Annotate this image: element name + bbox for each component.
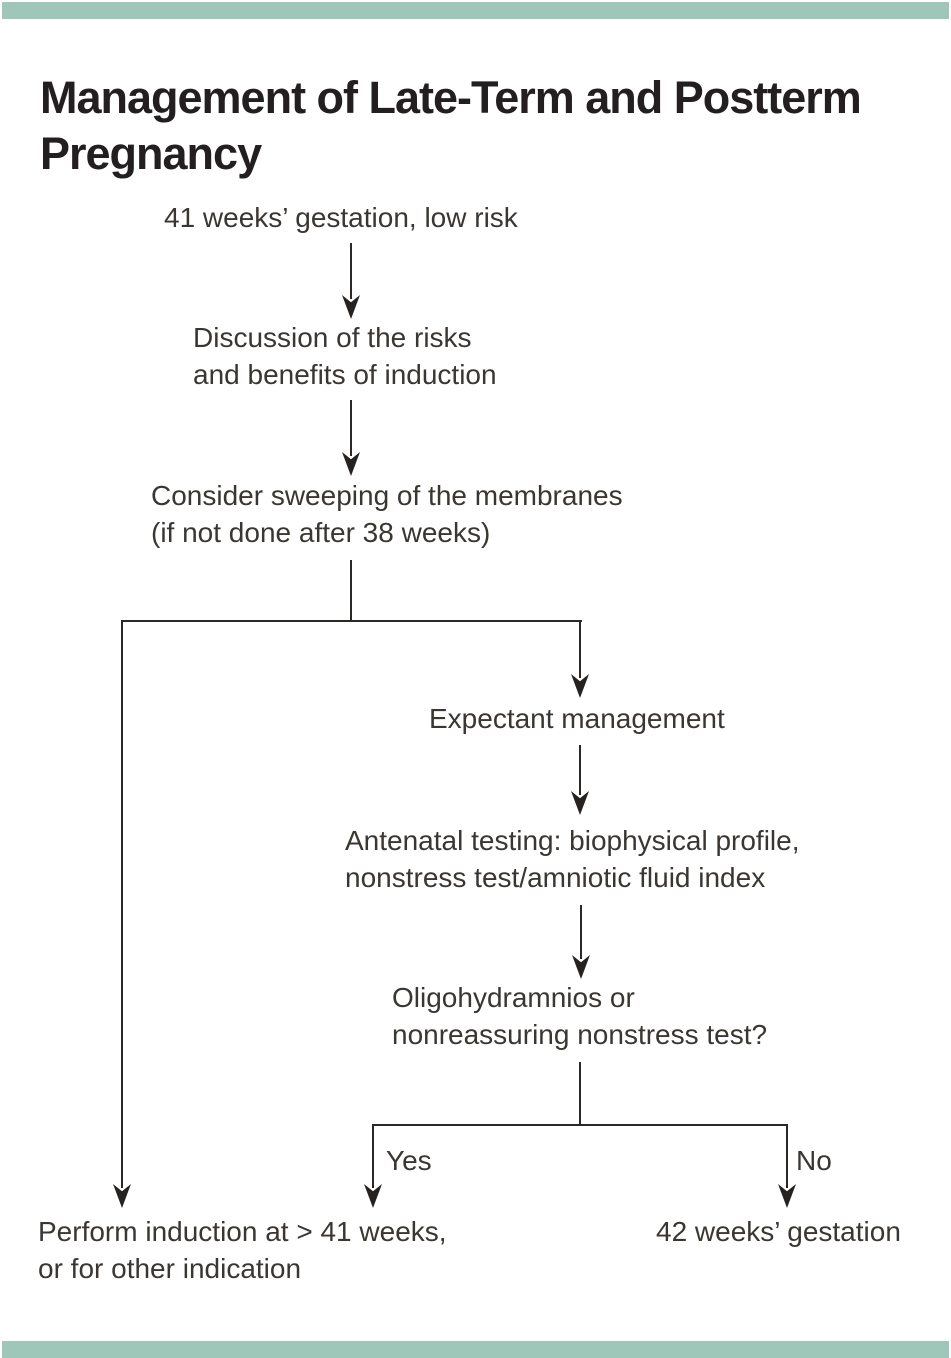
connector-branch-to-induction bbox=[121, 620, 123, 1188]
node-perform-induction: Perform induction at > 41 weeks, or for … bbox=[38, 1216, 447, 1284]
connector-no-to-42-weeks bbox=[786, 1124, 788, 1188]
branch-line-sweeping bbox=[122, 620, 582, 622]
connector-yes-to-induction bbox=[372, 1124, 374, 1188]
connector-expectant-to-testing bbox=[579, 745, 581, 795]
bottom-accent-bar bbox=[2, 1341, 949, 1358]
branch-line-question bbox=[372, 1124, 788, 1126]
node-discussion: Discussion of the risks and benefits of … bbox=[193, 322, 497, 390]
edge-label-no: No bbox=[796, 1145, 832, 1176]
connector-question-stub bbox=[579, 1062, 581, 1126]
page-title: Management of Late-Term and Postterm Pre… bbox=[40, 72, 862, 180]
connector-testing-to-question bbox=[580, 905, 582, 959]
edge-label-yes: Yes bbox=[386, 1145, 432, 1176]
node-sweeping: Consider sweeping of the membranes (if n… bbox=[151, 480, 623, 548]
connector-start-to-discussion bbox=[350, 243, 352, 299]
node-start: 41 weeks’ gestation, low risk bbox=[164, 202, 518, 233]
node-antenatal-testing: Antenatal testing: biophysical profile, … bbox=[345, 825, 800, 893]
node-oligohydramnios-question: Oligohydramnios or nonreassuring nonstre… bbox=[392, 982, 768, 1050]
connector-branch-to-expectant bbox=[579, 620, 581, 678]
connector-sweeping-stub bbox=[350, 560, 352, 622]
connector-discussion-to-sweeping bbox=[350, 400, 352, 456]
node-42-weeks-gestation: 42 weeks’ gestation bbox=[656, 1216, 901, 1247]
node-expectant-management: Expectant management bbox=[429, 703, 725, 734]
top-accent-bar bbox=[2, 2, 949, 19]
